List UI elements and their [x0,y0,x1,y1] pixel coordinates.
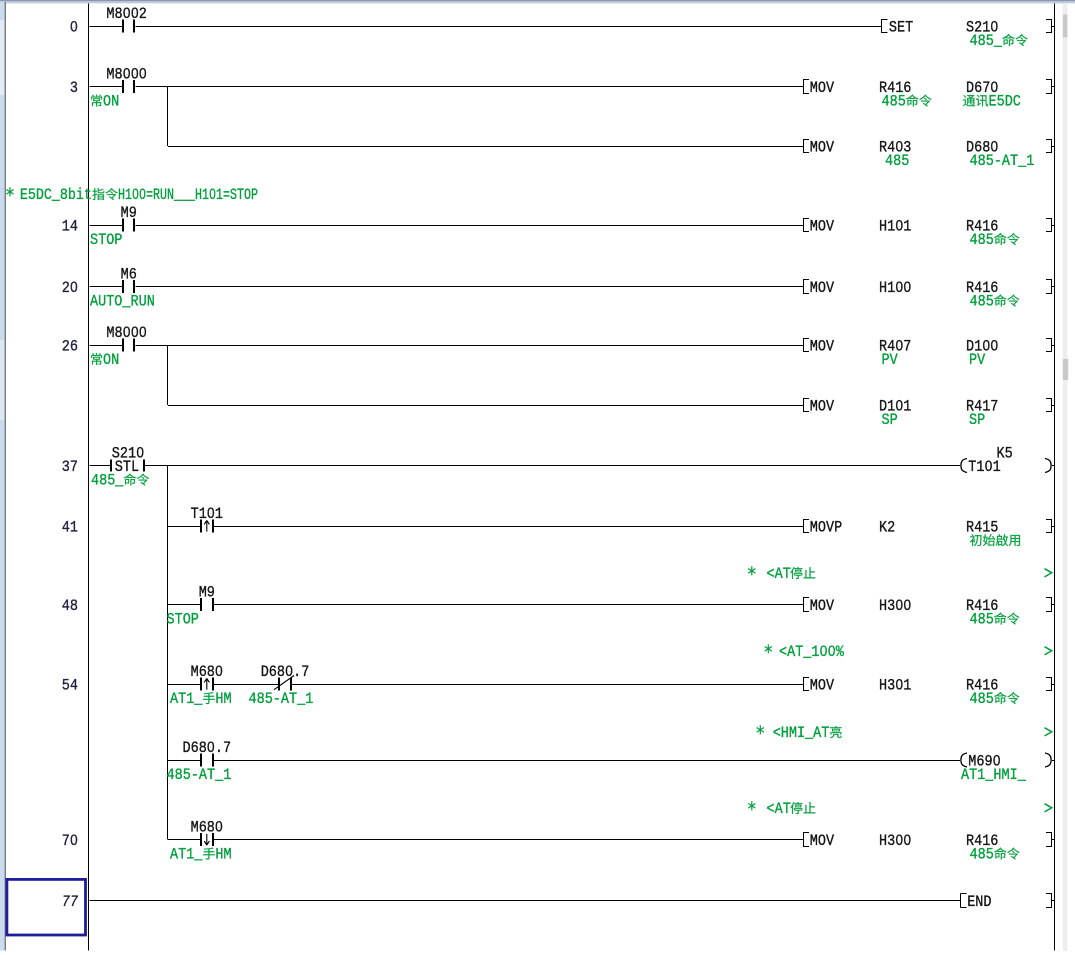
svg-text:M6: M6 [121,266,137,284]
svg-text:3: 3 [70,79,78,97]
svg-text:D680.7: D680.7 [261,663,310,681]
svg-text:<AT: <AT [767,800,791,818]
svg-text:485-AT_1: 485-AT_1 [249,690,314,708]
svg-text:T101: T101 [968,458,1000,476]
svg-text:D100: D100 [966,338,998,356]
svg-text:14: 14 [62,218,78,236]
svg-text:485_: 485_ [91,472,124,490]
svg-text:STL: STL [115,458,139,476]
svg-text:MOVP: MOVP [810,519,842,537]
svg-text:H100: H100 [879,279,911,297]
svg-text:H300: H300 [879,832,911,850]
svg-text:AT1_: AT1_ [170,690,203,708]
svg-text:485: 485 [970,293,994,311]
svg-text:H300: H300 [879,597,911,615]
svg-text:485: 485 [970,690,994,708]
svg-text:ON: ON [103,93,119,111]
svg-text:R416: R416 [966,597,998,615]
svg-text:R416: R416 [966,218,998,236]
svg-text:H100=RUN___H101=STOP: H100=RUN___H101=STOP [118,186,258,204]
svg-text:M680: M680 [191,663,223,681]
svg-text:<AT: <AT [767,565,791,583]
svg-text:H301: H301 [879,677,911,695]
svg-text:SP: SP [882,411,898,429]
svg-text:R407: R407 [879,338,911,356]
svg-text:37: 37 [62,458,78,476]
svg-text:E5DC_8bit: E5DC_8bit [20,186,92,204]
svg-text:R416: R416 [966,279,998,297]
svg-text:END: END [967,893,991,911]
svg-text:HM: HM [215,846,231,864]
svg-text:R403: R403 [879,139,911,157]
svg-text:MOV: MOV [810,279,835,297]
svg-text:485: 485 [970,846,994,864]
svg-text:485-AT_1: 485-AT_1 [970,152,1035,170]
svg-text:PV: PV [969,351,986,369]
svg-text:MOV: MOV [810,398,835,416]
svg-text:485: 485 [885,152,909,170]
svg-text:STOP: STOP [167,611,199,629]
svg-text:M690: M690 [968,753,1000,771]
svg-text:SET: SET [889,19,913,37]
svg-text:485: 485 [882,93,906,111]
svg-text:26: 26 [62,338,78,356]
svg-text:70: 70 [62,832,78,850]
svg-text:T101: T101 [191,505,223,523]
svg-text:48: 48 [62,597,78,615]
svg-text:D680.7: D680.7 [183,739,232,757]
svg-text:D670: D670 [966,79,998,97]
svg-text:D101: D101 [879,398,911,416]
svg-text:AT1_: AT1_ [170,846,203,864]
svg-text:D680: D680 [966,139,998,157]
svg-text:H101: H101 [879,218,911,236]
svg-text:485-AT_1: 485-AT_1 [167,766,232,784]
svg-text:E5DC: E5DC [989,93,1021,111]
svg-text:S210: S210 [112,445,144,463]
svg-text:M680: M680 [191,819,223,837]
svg-text:HM: HM [215,690,231,708]
svg-text:M8000: M8000 [106,66,146,84]
svg-text:20: 20 [62,279,78,297]
svg-text:STOP: STOP [90,231,122,249]
svg-text:R415: R415 [966,519,998,537]
svg-text:S210: S210 [966,19,998,37]
svg-text:R416: R416 [966,832,998,850]
svg-text:R416: R416 [879,79,911,97]
svg-text:M9: M9 [199,584,215,602]
svg-text:AT1_HMI_: AT1_HMI_ [961,766,1026,784]
svg-text:R417: R417 [966,398,998,416]
svg-text:485_: 485_ [970,32,1003,50]
svg-text:MOV: MOV [810,218,835,236]
svg-text:MOV: MOV [810,832,835,850]
svg-text:R416: R416 [966,677,998,695]
svg-text:M9: M9 [121,204,137,222]
svg-text:MOV: MOV [810,79,835,97]
svg-text:PV: PV [882,351,899,369]
svg-text:SP: SP [969,411,985,429]
svg-text:M8002: M8002 [106,5,146,23]
svg-text:MOV: MOV [810,338,835,356]
svg-text:<AT_100%: <AT_100% [779,643,844,661]
svg-text:MOV: MOV [810,139,835,157]
svg-text:AUTO_RUN: AUTO_RUN [90,293,155,311]
svg-text:M8000: M8000 [106,324,146,342]
svg-text:<HMI_AT: <HMI_AT [773,724,830,742]
svg-text:ON: ON [103,351,119,369]
svg-text:485: 485 [970,611,994,629]
svg-text:54: 54 [62,677,78,695]
svg-text:K5: K5 [997,445,1013,463]
svg-text:77: 77 [62,893,79,911]
svg-text:41: 41 [62,519,78,537]
svg-text:485: 485 [970,231,994,249]
svg-text:0: 0 [70,19,78,37]
svg-text:MOV: MOV [810,597,835,615]
svg-text:MOV: MOV [810,677,835,695]
svg-text:K2: K2 [879,519,895,537]
